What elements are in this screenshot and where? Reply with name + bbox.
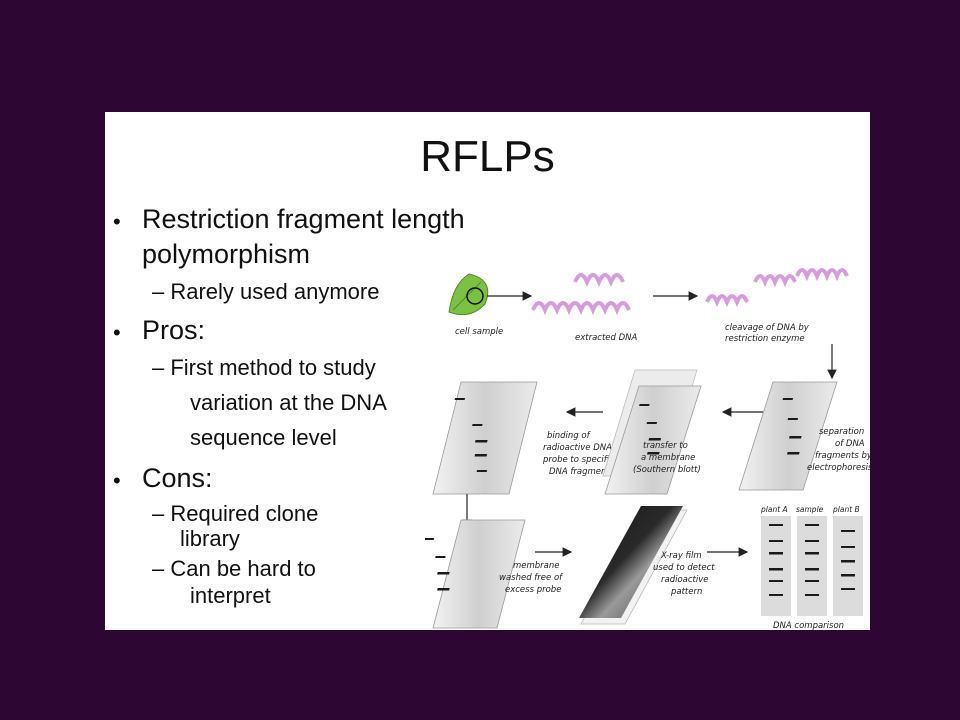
caption-transfer: transfer to xyxy=(643,441,688,451)
caption-binding: DNA fragments xyxy=(549,467,615,477)
caption-transfer: a membrane xyxy=(641,453,695,463)
label-plant-a: plant A xyxy=(760,505,788,514)
caption-dna-comparison: DNA comparison xyxy=(773,621,844,630)
caption-separation: fragments by xyxy=(815,451,870,461)
caption-binding: binding of xyxy=(547,431,592,441)
membrane-transfer-icon xyxy=(602,369,702,495)
bullet-cons: Cons: xyxy=(142,463,213,493)
cleaved-dna-icon xyxy=(705,268,849,308)
leaf-icon xyxy=(448,273,489,316)
sub-bullet-rarely: – Rarely used anymore xyxy=(152,279,380,304)
sub-bullet-clone-cont: library xyxy=(180,526,240,551)
caption-binding: probe to specific xyxy=(542,455,614,465)
dna-coil-icon xyxy=(531,273,631,316)
caption-membrane: washed free of xyxy=(499,573,564,583)
caption-extracted-dna: extracted DNA xyxy=(575,333,638,343)
caption-membrane: membrane xyxy=(513,561,560,571)
caption-xray: radioactive xyxy=(661,575,709,585)
rflp-process-diagram: cell sample extracted DNA cleavage of DN… xyxy=(425,268,870,630)
caption-xray: pattern xyxy=(670,587,702,597)
caption-xray: X-ray film xyxy=(660,551,702,561)
caption-cell-sample: cell sample xyxy=(455,327,503,337)
electrophoresis-gel-icon xyxy=(738,381,838,491)
bullet-dot-icon: • xyxy=(113,468,121,493)
caption-xray: used to detect xyxy=(653,563,715,573)
label-sample: sample xyxy=(796,505,824,514)
caption-separation: electrophoresis xyxy=(807,463,870,473)
slide: RFLPs • Restriction fragment length poly… xyxy=(105,112,870,630)
sub-bullet-hard-cont: interpret xyxy=(190,583,271,608)
bullet-restriction-cont: polymorphism xyxy=(142,239,311,269)
caption-binding: radioactive DNA xyxy=(543,443,612,453)
caption-transfer: (Southern blott) xyxy=(633,465,701,475)
bullet-dot-icon: • xyxy=(113,320,121,345)
caption-separation: separation xyxy=(819,427,864,437)
caption-cleavage: cleavage of DNA by xyxy=(725,323,810,333)
bullet-pros: Pros: xyxy=(142,315,206,345)
caption-cleavage: restriction enzyme xyxy=(725,334,805,344)
label-plant-b: plant B xyxy=(832,505,860,514)
sub-bullet-hard: – Can be hard to xyxy=(152,556,316,581)
bullet-restriction: Restriction fragment length xyxy=(142,204,465,234)
gel-probe-icon xyxy=(432,381,538,495)
washed-membrane-icon xyxy=(425,519,526,629)
bullet-dot-icon: • xyxy=(113,209,121,234)
slide-title: RFLPs xyxy=(420,132,555,181)
caption-separation: of DNA xyxy=(835,439,865,449)
xray-film-icon xyxy=(579,506,688,625)
sub-bullet-first-cont: sequence level xyxy=(190,425,337,450)
caption-membrane: excess probe xyxy=(505,585,561,595)
sub-bullet-clone: – Required clone xyxy=(152,501,319,526)
dna-comparison-icon: plant A sample plant B xyxy=(760,505,863,616)
sub-bullet-first: – First method to study xyxy=(152,355,376,380)
sub-bullet-first-cont: variation at the DNA xyxy=(190,390,387,415)
